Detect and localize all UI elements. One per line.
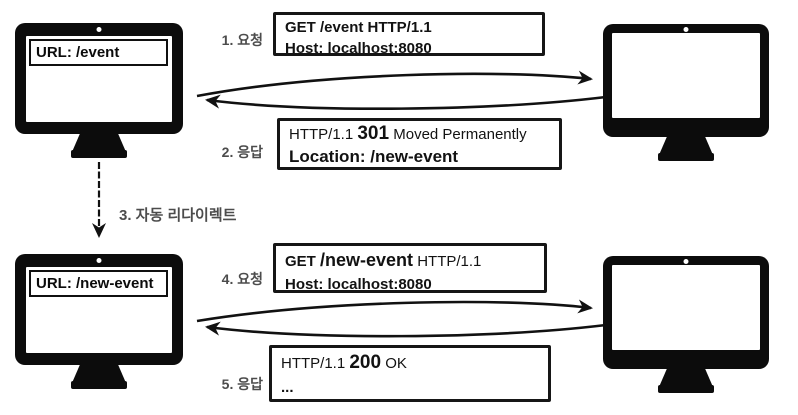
status-line-suffix: OK <box>381 355 407 372</box>
monitor-screen <box>612 265 760 350</box>
monitor-stand-neck <box>72 363 126 383</box>
monitor-stand-neck <box>659 135 713 155</box>
request-2-arrow-icon <box>196 299 593 323</box>
host-header-line: Host: localhost:8080 <box>285 276 432 293</box>
step-2-response-label: 2. 응답 <box>221 144 263 160</box>
request-line-suffix: HTTP/1.1 <box>413 253 482 270</box>
client-monitor-top: URL: /event <box>15 23 183 163</box>
camera-icon <box>96 27 102 32</box>
location-header-line: Location: /new-event <box>289 147 459 166</box>
response-1-arrow-icon <box>205 94 607 110</box>
response-2-arrow-icon <box>205 321 607 338</box>
url-bar: URL: /event <box>29 39 168 66</box>
response-2-box: HTTP/1.1 200 OK ... <box>269 345 551 402</box>
monitor-stand-base <box>658 385 714 393</box>
monitor-stand-neck <box>72 132 126 152</box>
status-code: 301 <box>357 123 390 144</box>
step-5-response-label: 5. 응답 <box>221 376 263 392</box>
status-line-prefix: HTTP/1.1 <box>281 355 350 372</box>
status-line-suffix: Moved Permanently <box>389 126 527 143</box>
status-line-prefix: HTTP/1.1 <box>289 126 358 143</box>
url-text: URL: /event <box>36 44 120 61</box>
camera-icon <box>96 258 102 263</box>
request-2-box: GET /new-event HTTP/1.1 Host: localhost:… <box>273 243 547 293</box>
request-1-arrow-icon <box>196 70 593 98</box>
monitor-stand-base <box>71 381 127 389</box>
url-text: URL: /new-event <box>36 275 154 292</box>
monitor-stand-base <box>71 150 127 158</box>
request-line-prefix: GET <box>285 253 321 270</box>
monitor-stand-base <box>658 153 714 161</box>
server-monitor-bottom <box>603 256 769 396</box>
monitor-screen: URL: /new-event <box>26 267 172 353</box>
request-1-box: GET /event HTTP/1.1 Host: localhost:8080 <box>273 12 545 57</box>
url-bar: URL: /new-event <box>29 270 168 297</box>
step-1-request-label: 1. 요청 <box>221 32 263 48</box>
step-3-redirect-label: 3. 자동 리다이렉트 <box>119 207 237 224</box>
camera-icon <box>683 259 689 264</box>
client-monitor-bottom: URL: /new-event <box>15 254 183 394</box>
body-ellipsis-line: ... <box>281 379 294 396</box>
response-1-box: HTTP/1.1 301 Moved Permanently Location:… <box>277 118 562 170</box>
status-line: HTTP/1.1 301 Moved Permanently <box>289 123 550 145</box>
request-path: /new-event <box>320 250 414 270</box>
monitor-screen <box>612 33 760 118</box>
host-header-line: Host: localhost:8080 <box>285 40 432 57</box>
monitor-screen: URL: /event <box>26 36 172 122</box>
server-monitor-top <box>603 24 769 164</box>
status-line: HTTP/1.1 200 OK <box>281 350 539 376</box>
monitor-stand-neck <box>659 367 713 387</box>
camera-icon <box>683 27 689 32</box>
status-code: 200 <box>349 352 382 373</box>
request-line: GET /event HTTP/1.1 <box>285 19 432 36</box>
step-4-request-label: 4. 요청 <box>221 271 263 287</box>
request-line: GET /new-event HTTP/1.1 <box>285 248 535 274</box>
